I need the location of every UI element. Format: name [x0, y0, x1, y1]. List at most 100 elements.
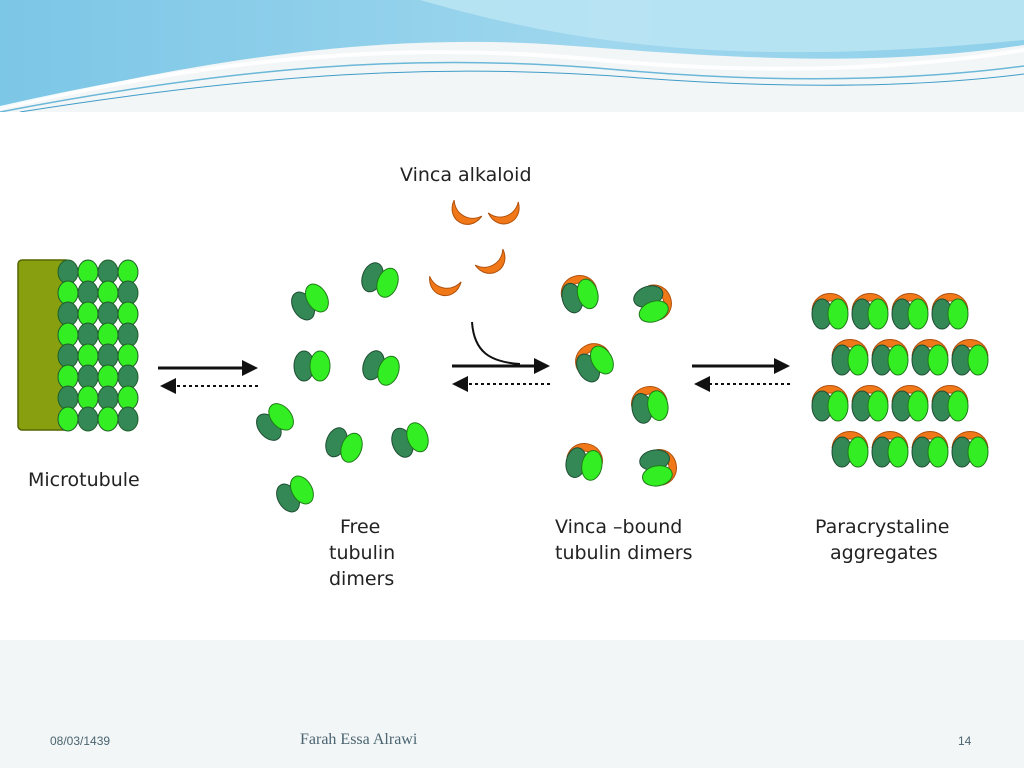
- vinca-bound-dimer: [951, 339, 989, 376]
- tubulin-beta: [847, 344, 869, 376]
- vinca-alkaloid-crescent: [474, 248, 506, 274]
- equilibrium-arrows: [158, 321, 790, 394]
- microtubule-subunit: [117, 301, 139, 327]
- tubulin-beta: [827, 298, 849, 330]
- vinca-bound-dimer: [575, 343, 614, 383]
- footer-author: Farah Essa Alrawi: [300, 731, 418, 748]
- tubulin-dimer: [362, 350, 400, 386]
- crescent-shape: [487, 201, 520, 225]
- microtubule-subunit: [117, 343, 139, 369]
- arrow-head: [694, 376, 710, 392]
- microtubule-subunit: [97, 385, 119, 411]
- tubulin-beta: [947, 298, 969, 330]
- tubulin-beta: [309, 350, 331, 382]
- vinca-alkaloid-crescent: [429, 276, 462, 297]
- tubulin-beta: [289, 475, 314, 505]
- tubulin-dimer: [276, 475, 314, 513]
- microtubule-subunit: [77, 322, 99, 348]
- microtubule-subunit: [57, 301, 79, 327]
- tubulin-beta: [867, 298, 889, 330]
- vinca-alkaloid-crescent: [451, 199, 483, 225]
- tubulin-beta: [887, 344, 909, 376]
- tubulin-beta: [947, 390, 969, 422]
- microtubule-subunit: [97, 406, 119, 432]
- tubulin-beta: [827, 390, 849, 422]
- vinca-bound-label-line1: Vinca –bound: [555, 516, 683, 538]
- microtubule-subunit: [97, 343, 119, 369]
- arrow-head: [534, 358, 550, 374]
- microtubule-subunit: [77, 343, 99, 369]
- microtubule-subunit: [57, 364, 79, 390]
- vinca-alkaloid-molecules: [429, 199, 520, 297]
- vinca-bound-dimer: [851, 293, 889, 330]
- tubulin-beta: [581, 450, 603, 481]
- microtubule-subunit: [117, 364, 139, 390]
- tubulin-beta: [887, 436, 909, 468]
- tubulin-dimer: [291, 283, 329, 321]
- footer-date: 08/03/1439: [50, 734, 111, 748]
- vinca-bound-dimer: [871, 431, 909, 468]
- vinca-bound-dimer: [931, 293, 969, 330]
- tubulin-beta: [589, 345, 614, 375]
- tubulin-dimer: [391, 422, 429, 458]
- crescent-shape: [474, 248, 506, 274]
- free-tubulin-label-line1: Free: [340, 516, 381, 538]
- microtubule-subunit: [117, 385, 139, 411]
- tubulin-dimer: [325, 427, 363, 463]
- crescent-shape: [429, 276, 462, 297]
- vinca-bound-dimer: [911, 431, 949, 468]
- vinca-bound-dimer: [565, 443, 603, 481]
- tubulin-beta: [867, 390, 889, 422]
- microtubule-subunit: [57, 385, 79, 411]
- arrow-head: [452, 376, 468, 392]
- microtubule-subunit: [117, 406, 139, 432]
- tubulin-beta: [638, 300, 669, 323]
- tubulin-beta: [642, 465, 673, 487]
- free-tubulin-label-line2: tubulin: [329, 542, 396, 564]
- microtubule-subunit: [77, 259, 99, 285]
- tubulin-beta: [967, 436, 989, 468]
- vinca-bound-dimer: [811, 293, 849, 330]
- microtubule-subunit: [77, 406, 99, 432]
- microtubule-subunit: [97, 280, 119, 306]
- vinca-bound-dimer: [831, 339, 869, 376]
- vinca-alkaloid-crescent: [487, 201, 520, 225]
- tubulin-beta: [406, 422, 429, 453]
- tubulin-beta: [907, 298, 929, 330]
- crescent-shape: [451, 199, 483, 225]
- tubulin-beta: [927, 436, 949, 468]
- tubulin-beta: [847, 436, 869, 468]
- tubulin-beta: [576, 278, 599, 310]
- vinca-binding-curve: [471, 321, 521, 365]
- vinca-bound-dimer: [811, 385, 849, 422]
- vinca-alkaloid-label: Vinca alkaloid: [400, 164, 532, 186]
- vinca-bound-dimer: [871, 339, 909, 376]
- free-tubulin-dimers: [256, 262, 429, 513]
- vinca-bound-dimer: [891, 293, 929, 330]
- vinca-bound-dimer: [631, 386, 669, 424]
- header-wave: [0, 0, 1024, 120]
- diagram-panel: Vinca alkaloid Microtubule Free tubulin …: [0, 112, 1024, 640]
- microtubule-illustration: [17, 259, 139, 432]
- arrow-head: [160, 378, 176, 394]
- microtubule-subunit: [57, 322, 79, 348]
- arrow-head: [242, 360, 258, 376]
- tubulin-beta: [304, 283, 329, 313]
- tubulin-beta: [268, 403, 294, 431]
- tubulin-beta: [927, 344, 949, 376]
- tubulin-beta: [376, 267, 399, 298]
- tubulin-beta: [377, 355, 400, 386]
- microtubule-subunit: [97, 322, 119, 348]
- microtubule-subunit: [97, 301, 119, 327]
- vinca-bound-tubulin-dimers: [561, 275, 677, 487]
- vinca-bound-dimer: [891, 385, 929, 422]
- vinca-bound-dimer: [951, 431, 989, 468]
- microtubule-subunit: [97, 364, 119, 390]
- arrow-head: [774, 358, 790, 374]
- vinca-bound-dimer: [633, 284, 672, 323]
- vinca-bound-dimer: [561, 275, 599, 314]
- paracrystaline-label-line2: aggregates: [830, 542, 938, 564]
- microtubule-subunit: [77, 301, 99, 327]
- microtubule-subunit: [57, 343, 79, 369]
- tubulin-beta: [340, 432, 363, 463]
